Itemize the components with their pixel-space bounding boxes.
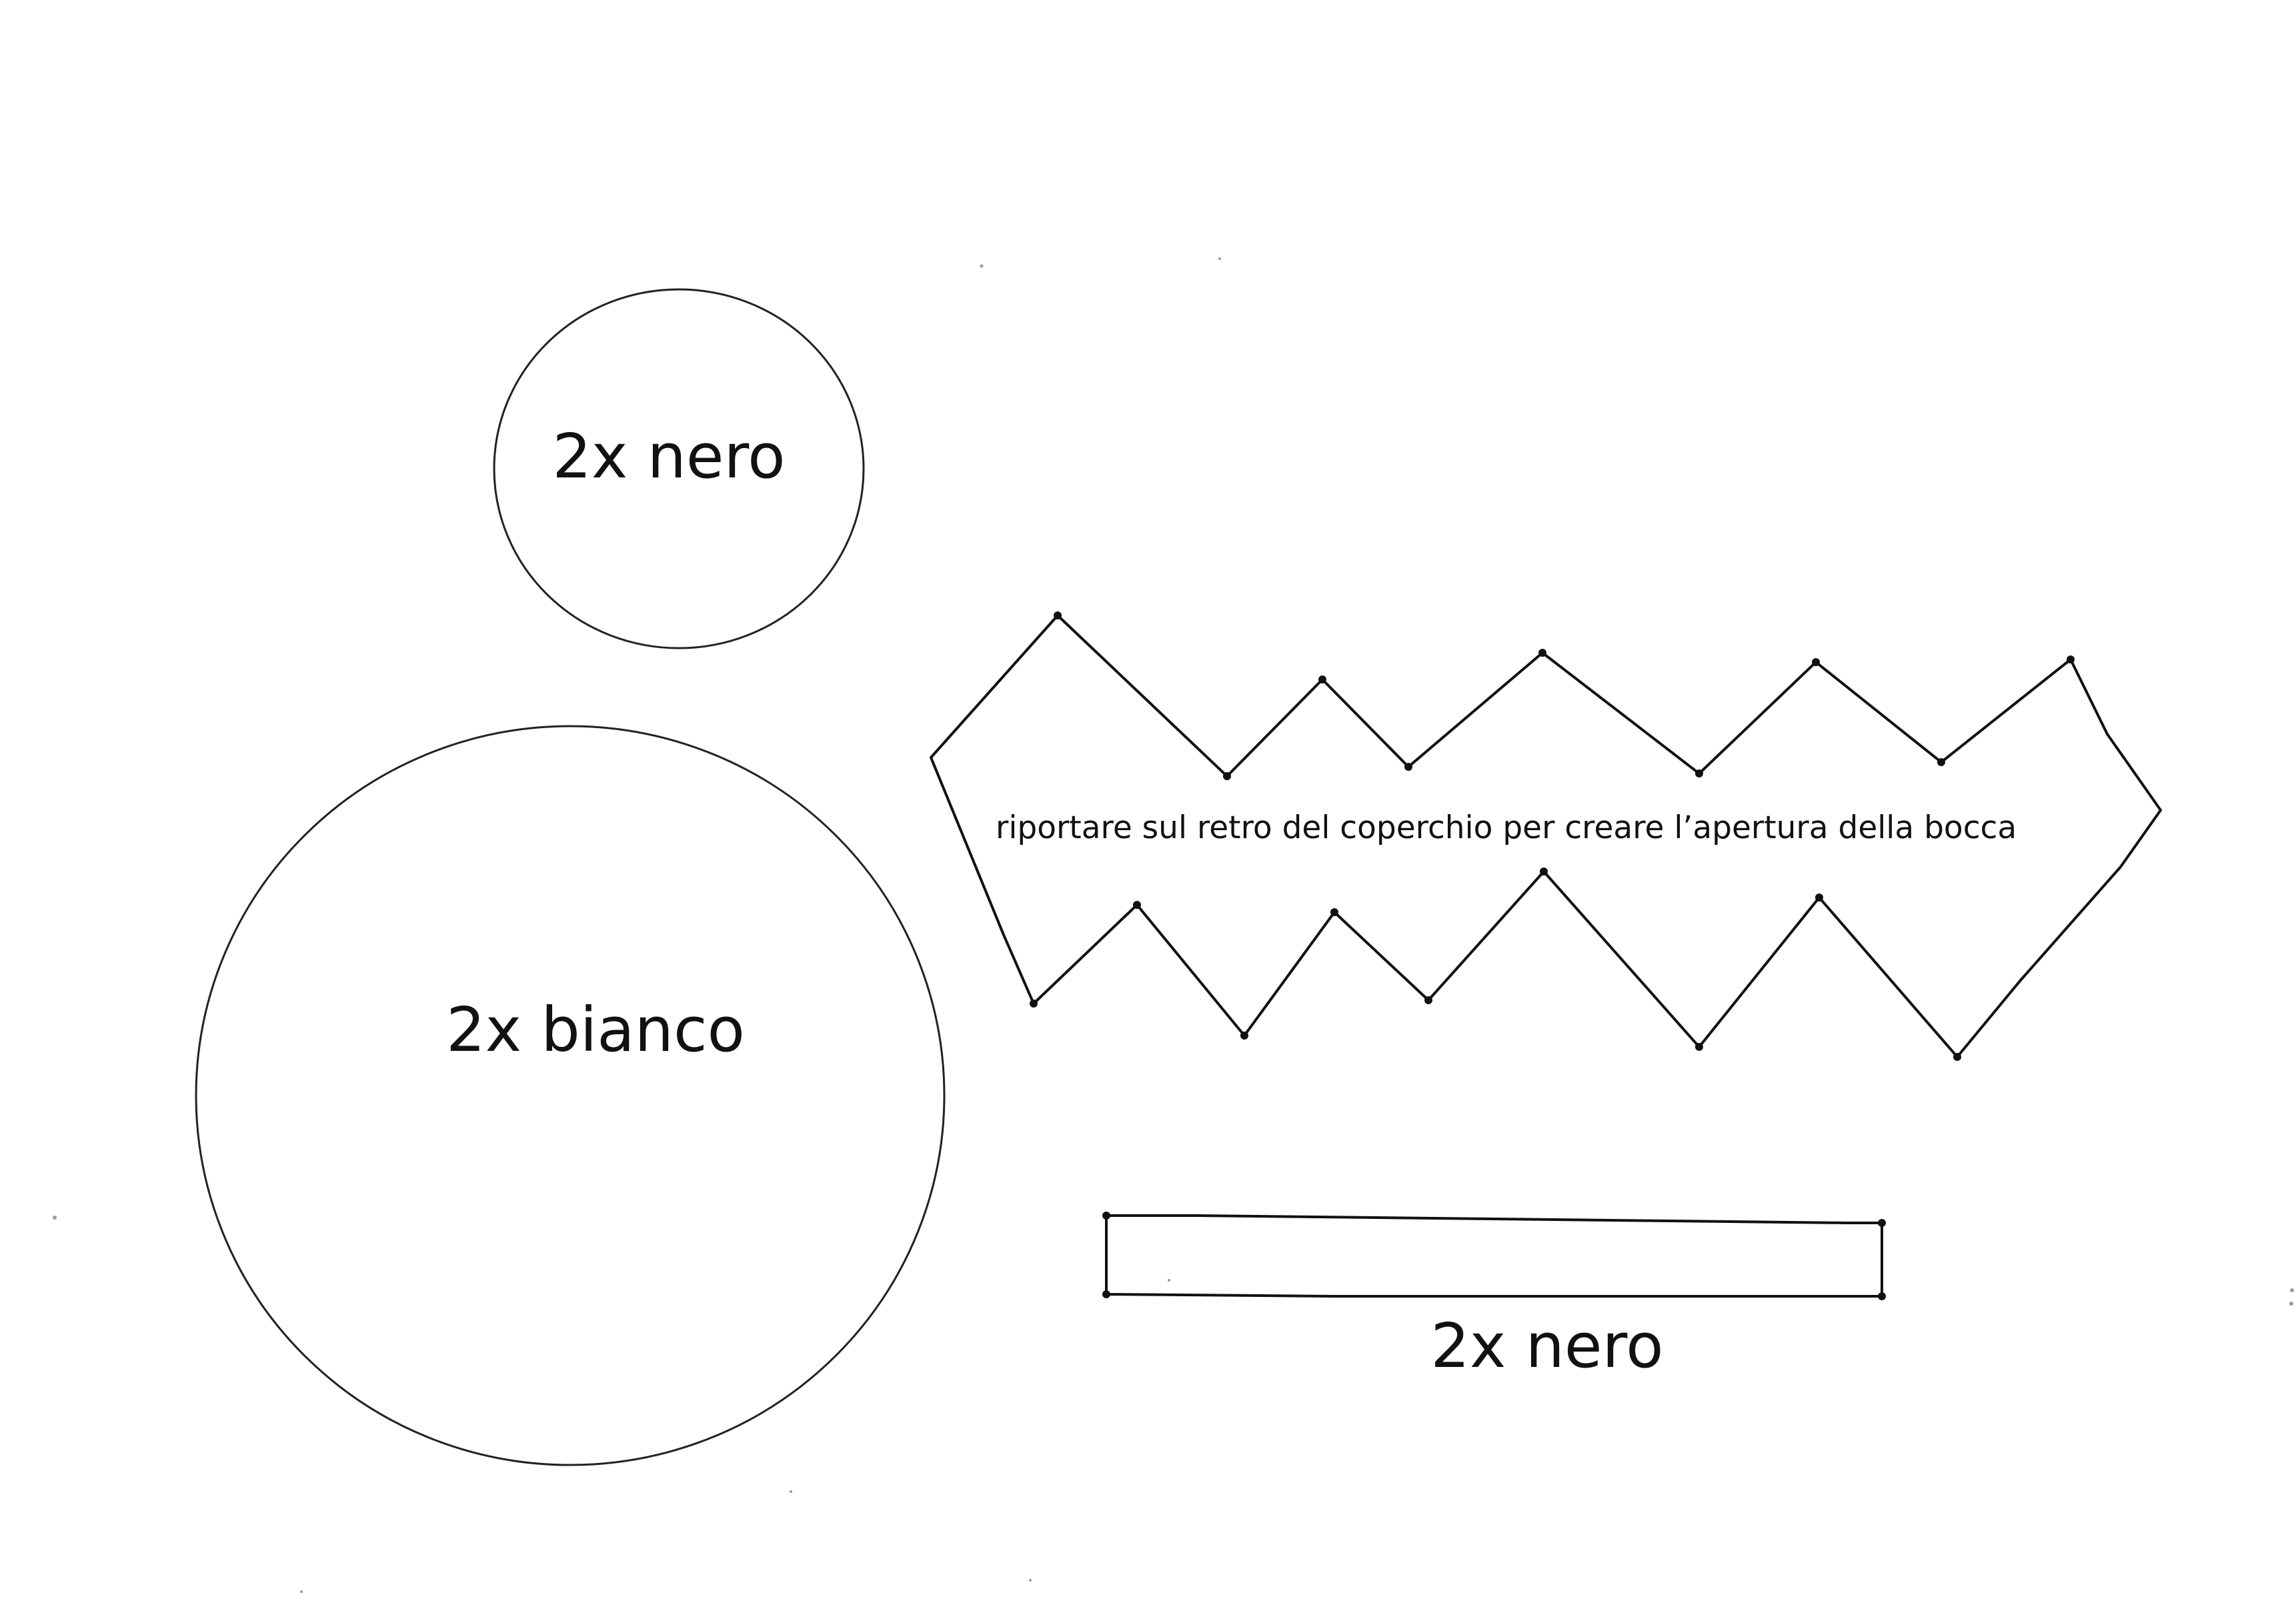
- large-circle-piece: 2x bianco: [195, 725, 946, 1466]
- mouth-opening-vertices: [1030, 611, 2075, 1061]
- strip-piece: 2x nero: [1102, 1212, 1886, 1382]
- paper-specks: [53, 257, 2294, 1593]
- strip-outline: [1105, 1214, 1883, 1298]
- strip-label: 2x nero: [1430, 1310, 1663, 1382]
- mouth-opening-piece: riportare sul retro del coperchio per cr…: [930, 611, 2162, 1061]
- small-circle-outline: [493, 288, 865, 649]
- mouth-opening-instruction: riportare sul retro del coperchio per cr…: [996, 809, 2017, 846]
- small-circle-label: 2x nero: [552, 421, 785, 492]
- large-circle-label: 2x bianco: [446, 994, 745, 1066]
- small-circle-piece: 2x nero: [493, 288, 865, 649]
- large-circle-outline: [195, 725, 946, 1466]
